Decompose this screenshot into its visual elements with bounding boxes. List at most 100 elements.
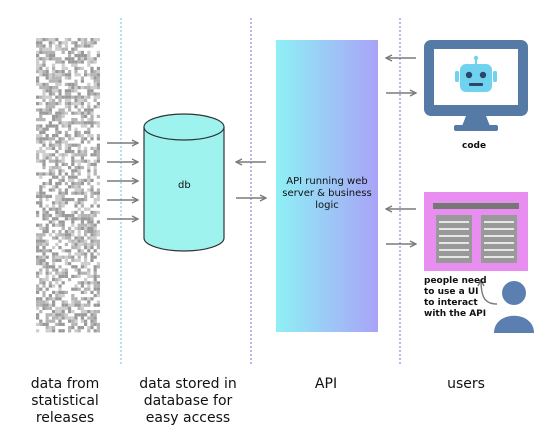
noise-pixel <box>80 265 84 269</box>
noise-pixel <box>55 111 59 115</box>
noise-pixel <box>87 118 91 122</box>
noise-pixel <box>80 188 84 192</box>
noise-pixel <box>71 150 75 154</box>
noise-pixel <box>36 150 40 154</box>
noise-pixel <box>39 198 43 202</box>
noise-pixel <box>87 95 91 99</box>
noise-pixel <box>96 204 100 208</box>
noise-pixel <box>52 290 56 294</box>
noise-pixel <box>55 313 59 317</box>
noise-pixel <box>90 76 94 80</box>
noise-pixel <box>45 111 49 115</box>
noise-pixel <box>45 262 49 266</box>
noise-pixel <box>68 134 72 138</box>
noise-pixel <box>52 262 56 266</box>
noise-pixel <box>77 108 81 112</box>
noise-pixel <box>58 137 62 141</box>
noise-pixel <box>61 236 65 240</box>
noise-pixel <box>42 111 46 115</box>
noise-pixel <box>42 303 46 307</box>
noise-pixel <box>71 178 75 182</box>
noise-pixel <box>87 284 91 288</box>
noise-pixel <box>55 233 59 237</box>
noise-pixel <box>77 185 81 189</box>
noise-pixel <box>64 143 68 147</box>
noise-pixel <box>48 105 52 109</box>
noise-pixel <box>45 89 49 93</box>
noise-pixel <box>48 271 52 275</box>
noise-pixel <box>71 223 75 227</box>
noise-pixel <box>52 92 56 96</box>
noise-pixel <box>58 207 62 211</box>
noise-pixel <box>36 156 40 160</box>
noise-pixel <box>52 169 56 173</box>
noise-pixel <box>77 60 81 64</box>
noise-pixel <box>48 166 52 170</box>
noise-pixel <box>55 79 59 83</box>
column-label-users: users <box>447 376 485 392</box>
noise-pixel <box>36 159 40 163</box>
noise-pixel <box>93 322 97 326</box>
noise-pixel <box>80 50 84 54</box>
noise-pixel <box>58 290 62 294</box>
noise-pixel <box>42 217 46 221</box>
noise-pixel <box>61 70 65 74</box>
noise-pixel <box>96 233 100 237</box>
noise-pixel <box>55 310 59 314</box>
noise-pixel <box>48 76 52 80</box>
noise-pixel <box>74 210 78 214</box>
noise-pixel <box>36 322 40 326</box>
noise-pixel <box>80 121 84 125</box>
noise-pixel <box>52 50 56 54</box>
noise-pixel <box>36 54 40 58</box>
noise-pixel <box>52 38 56 42</box>
noise-pixel <box>71 217 75 221</box>
noise-pixel <box>48 44 52 48</box>
noise-pixel <box>77 207 81 211</box>
noise-pixel <box>71 41 75 45</box>
noise-pixel <box>74 329 78 333</box>
noise-pixel <box>64 105 68 109</box>
noise-pixel <box>93 166 97 170</box>
noise-pixel <box>58 140 62 144</box>
noise-pixel <box>42 63 46 67</box>
noise-pixel <box>52 220 56 224</box>
noise-pixel <box>84 242 88 246</box>
noise-pixel <box>87 220 91 224</box>
noise-pixel <box>48 284 52 288</box>
noise-pixel <box>52 134 56 138</box>
noise-pixel <box>58 201 62 205</box>
noise-pixel <box>68 108 72 112</box>
noise-pixel <box>58 255 62 259</box>
noise-pixel <box>64 150 68 154</box>
noise-pixel <box>36 223 40 227</box>
noise-pixel <box>80 86 84 90</box>
noise-pixel <box>87 230 91 234</box>
noise-pixel <box>45 76 49 80</box>
noise-pixel <box>55 47 59 51</box>
noise-pixel <box>68 326 72 330</box>
noise-pixel <box>71 63 75 67</box>
noise-pixel <box>68 95 72 99</box>
noise-pixel <box>36 137 40 141</box>
noise-pixel <box>87 166 91 170</box>
noise-pixel <box>61 194 65 198</box>
noise-pixel <box>36 50 40 54</box>
noise-pixel <box>71 239 75 243</box>
noise-pixel <box>58 329 62 333</box>
noise-pixel <box>96 150 100 154</box>
noise-pixel <box>87 274 91 278</box>
noise-pixel <box>80 150 84 154</box>
noise-pixel <box>74 95 78 99</box>
noise-pixel <box>55 175 59 179</box>
noise-pixel <box>77 201 81 205</box>
noise-pixel <box>71 274 75 278</box>
noise-pixel <box>96 124 100 128</box>
noise-pixel <box>90 185 94 189</box>
noise-pixel <box>42 322 46 326</box>
noise-pixel <box>74 66 78 70</box>
robot-icon <box>455 55 497 92</box>
noise-pixel <box>71 322 75 326</box>
noise-pixel <box>96 50 100 54</box>
noise-pixel <box>80 252 84 256</box>
